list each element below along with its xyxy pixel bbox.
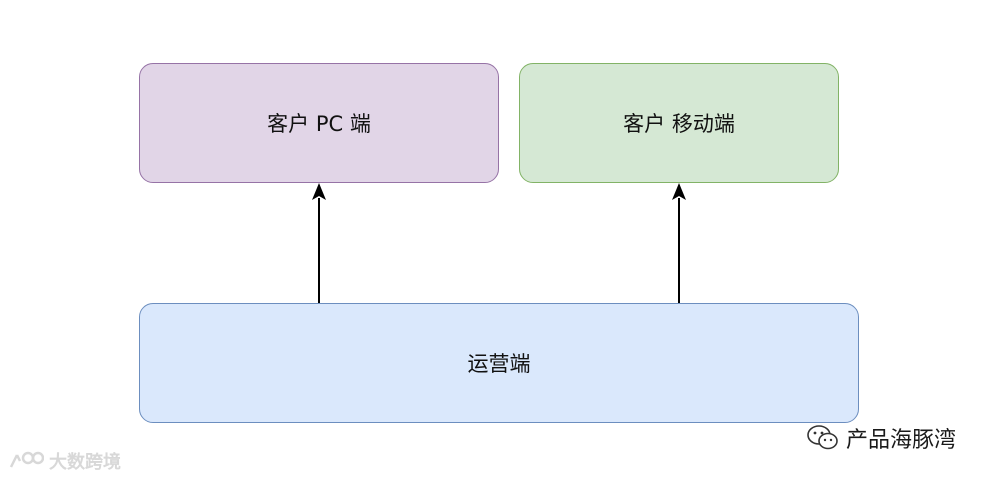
watermark-wechat: 产品海豚湾 bbox=[806, 420, 956, 456]
node-customer-mobile: 客户 移动端 bbox=[519, 63, 839, 183]
arrowhead-pc bbox=[312, 183, 326, 200]
brand-logo-icon bbox=[9, 451, 44, 468]
arrowhead-mobile bbox=[672, 183, 686, 200]
node-operations: 运营端 bbox=[139, 303, 859, 423]
watermark-brand-label: 大数跨境 bbox=[49, 452, 121, 473]
wechat-icon bbox=[807, 425, 838, 450]
watermark-wechat-label: 产品海豚湾 bbox=[846, 428, 957, 453]
watermark-brand: 大数跨境 bbox=[8, 448, 121, 474]
node-customer-pc: 客户 PC 端 bbox=[139, 63, 499, 183]
